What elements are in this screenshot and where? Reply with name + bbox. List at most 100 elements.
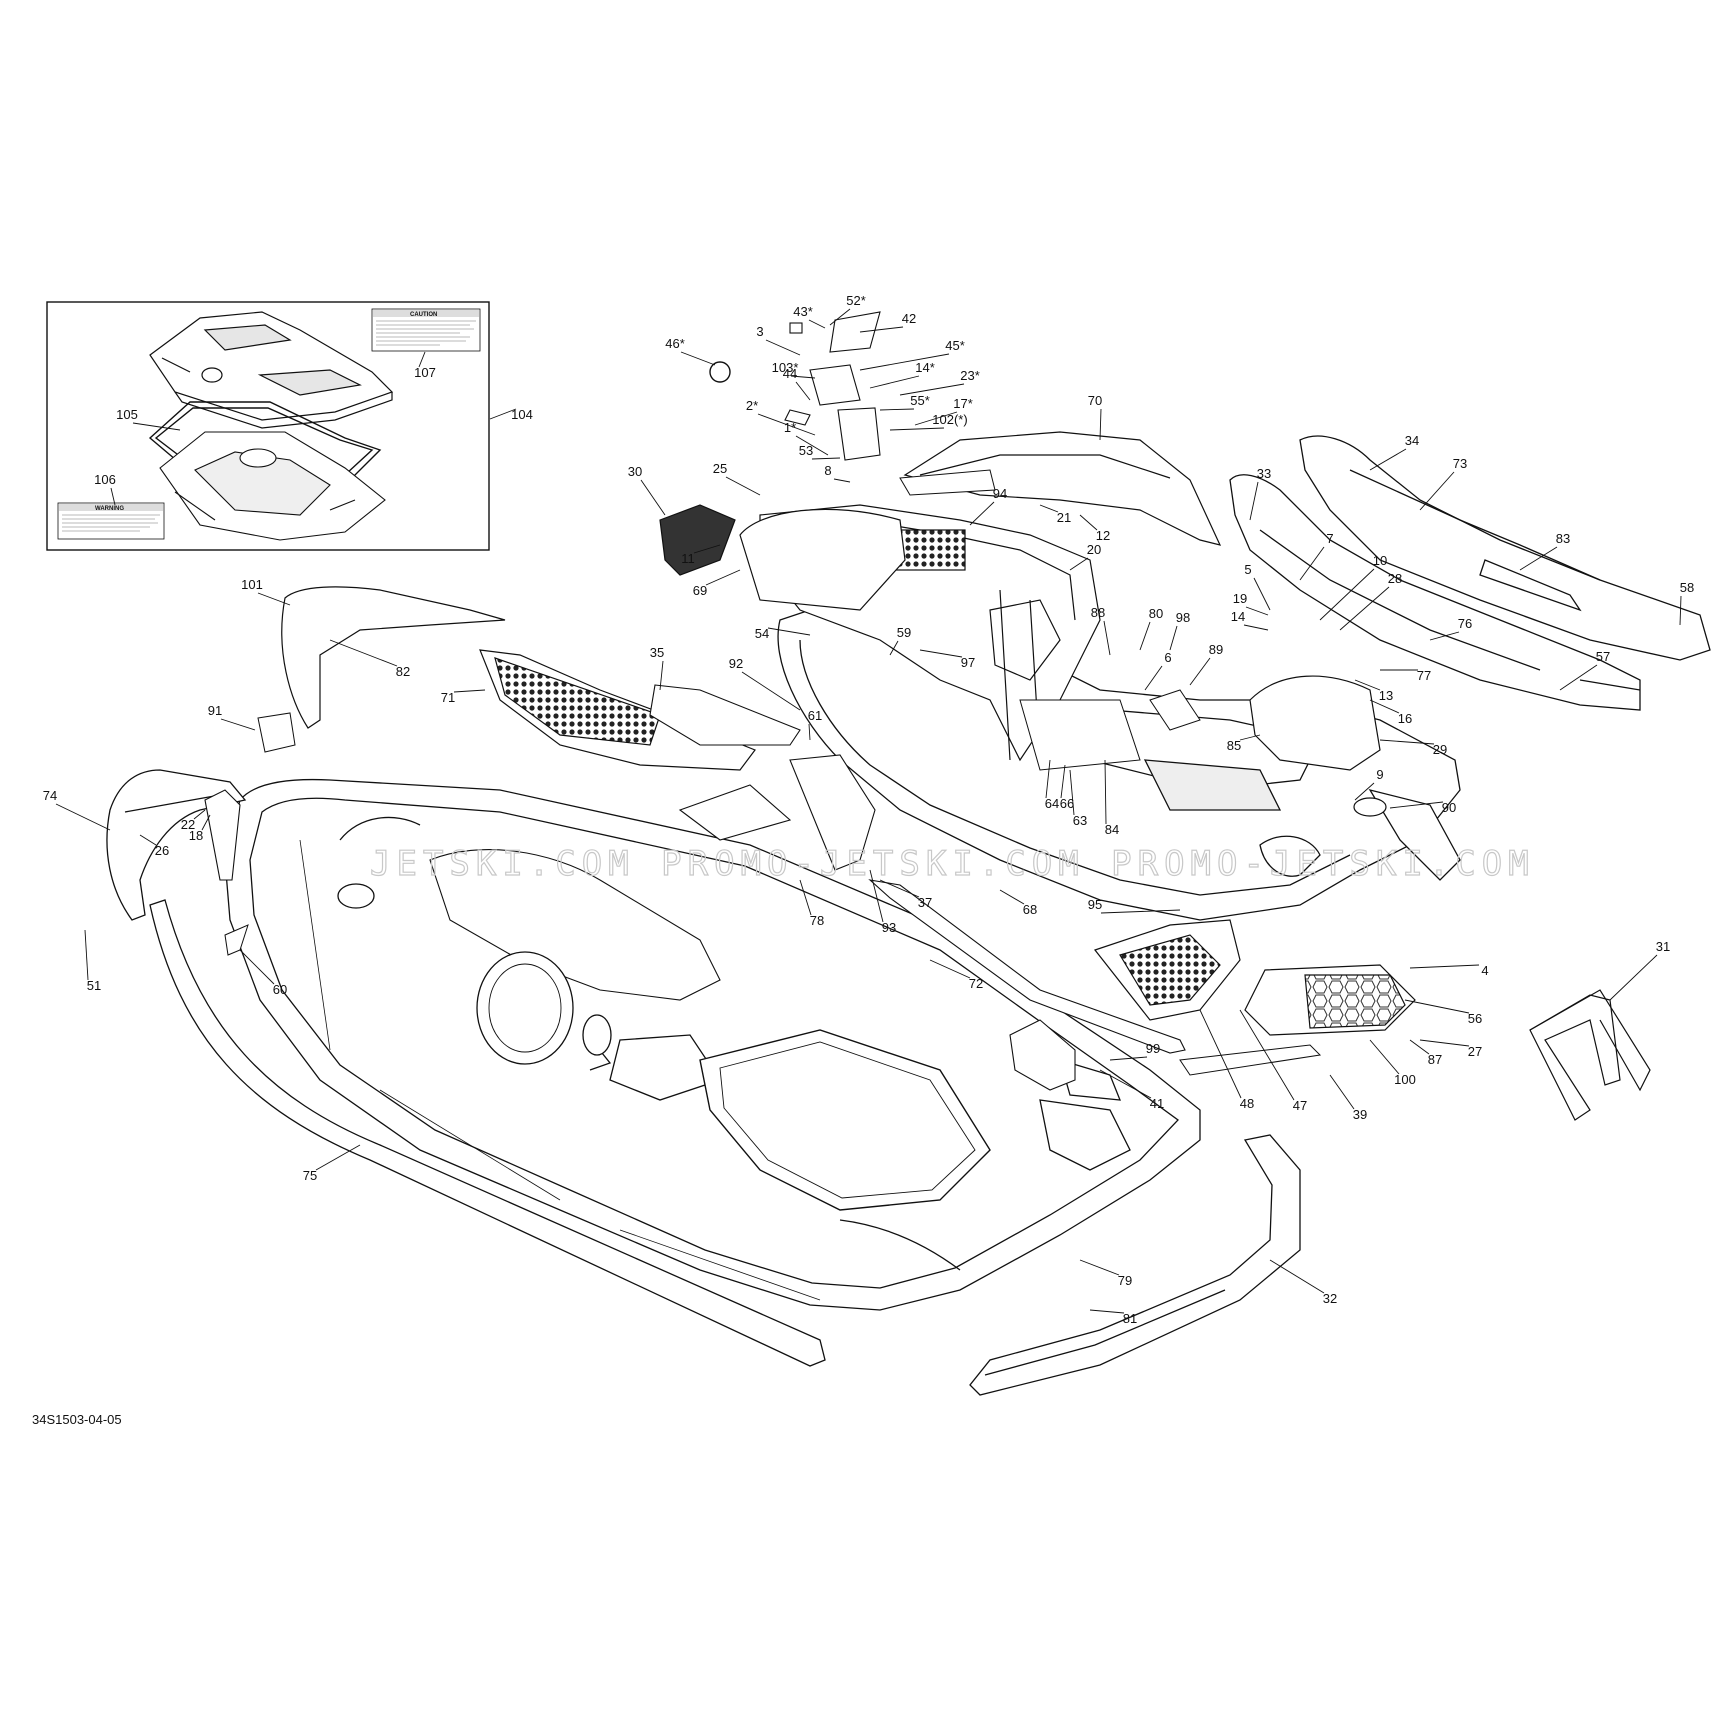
callout-100: 100: [1394, 1072, 1416, 1087]
leader-line: [1269, 1259, 1325, 1294]
callout-77: 77: [1417, 668, 1431, 683]
leader-line: [680, 351, 716, 366]
leader-line: [659, 660, 664, 691]
warning-title: WARNING: [95, 506, 124, 512]
leader-line: [1369, 699, 1400, 714]
leader-line: [1329, 1074, 1355, 1110]
side-cover-part: [649, 684, 801, 746]
callout-98: 98: [1176, 610, 1190, 625]
leader-line: [899, 383, 965, 396]
leader-line: [1243, 624, 1269, 631]
callout-97: 97: [961, 655, 975, 670]
leader-line: [55, 803, 111, 831]
leader-line: [833, 478, 851, 483]
leader-line: [329, 639, 398, 667]
leader-line: [1379, 739, 1435, 745]
callout-6: 6: [1164, 650, 1171, 665]
lock-assembly-part: [784, 311, 881, 461]
callout-95: 95: [1088, 897, 1102, 912]
callout-93: 93: [882, 920, 896, 935]
callout-57: 57: [1596, 649, 1610, 664]
leader-line: [919, 649, 963, 658]
callout-83: 83: [1556, 531, 1570, 546]
callout-64: 64: [1045, 796, 1059, 811]
callout-72: 72: [969, 976, 983, 991]
callout-90: 90: [1442, 800, 1456, 815]
leader-line: [1189, 657, 1211, 686]
leader-line: [1249, 481, 1259, 521]
leader-line: [1389, 801, 1444, 809]
callout-39: 39: [1353, 1107, 1367, 1122]
leader-line: [757, 413, 816, 436]
ring-part: [1353, 797, 1387, 817]
mirror-part: [659, 504, 736, 576]
callout-29: 29: [1433, 742, 1447, 757]
callout-13: 13: [1379, 688, 1393, 703]
callout-104: 104: [511, 407, 533, 422]
callout-92: 92: [729, 656, 743, 671]
leader-line: [889, 640, 899, 656]
leader-line: [1099, 1069, 1152, 1099]
callout-32: 32: [1323, 1291, 1337, 1306]
caution-decal: CAUTION: [371, 308, 481, 352]
callout-41: 41: [1150, 1096, 1164, 1111]
leader-line: [201, 814, 211, 831]
leader-line: [799, 879, 812, 916]
leader-line: [1354, 782, 1375, 801]
callout-55: 55*: [910, 393, 930, 408]
leader-line: [1429, 631, 1460, 641]
callout-19: 19: [1233, 591, 1247, 606]
callout-107: 107: [414, 365, 436, 380]
pad-part: [257, 712, 296, 753]
side-bracket-part: [1009, 1019, 1076, 1091]
callout-22: 22: [181, 817, 195, 832]
leader-line: [1409, 1039, 1430, 1055]
vent-part: [678, 784, 792, 841]
side-panel-part: [479, 649, 756, 771]
callout-7: 7: [1326, 531, 1333, 546]
rub-rail-part: [149, 899, 826, 1367]
callout-52: 52*: [846, 293, 866, 308]
leader-line: [132, 422, 181, 431]
leader-line: [790, 375, 816, 379]
callout-20: 20: [1087, 542, 1101, 557]
callout-69: 69: [693, 583, 707, 598]
top-cover-part: [903, 431, 1222, 546]
leader-line: [418, 351, 426, 368]
callout-74: 74: [43, 788, 57, 803]
callout-33: 33: [1257, 466, 1271, 481]
leader-line: [1139, 621, 1151, 651]
callout-4: 4: [1481, 963, 1488, 978]
callout-10: 10: [1373, 553, 1387, 568]
rear-side-panel-part: [1094, 919, 1241, 1021]
callout-105: 105: [116, 407, 138, 422]
leader-line: [811, 457, 841, 460]
callout-3: 3: [756, 324, 763, 339]
leader-line: [1045, 759, 1051, 799]
leader-line: [1559, 664, 1598, 691]
callout-94: 94: [993, 486, 1007, 501]
leader-line: [84, 929, 89, 981]
leader-line: [795, 381, 811, 401]
callout-87: 87: [1428, 1052, 1442, 1067]
callout-5: 5: [1244, 562, 1251, 577]
leader-line: [767, 627, 811, 636]
callout-54: 54: [755, 626, 769, 641]
callout-82: 82: [396, 664, 410, 679]
leader-line: [315, 1144, 361, 1171]
leader-line: [1239, 734, 1261, 741]
rear-grill-part: [1244, 964, 1416, 1036]
callout-99: 99: [1146, 1041, 1160, 1056]
leader-line: [640, 479, 666, 516]
inset-engine-cover-kit: CAUTION WARNING: [46, 301, 490, 551]
callout-23: 23*: [960, 368, 980, 383]
callout-53: 53: [799, 443, 813, 458]
leader-line: [808, 723, 811, 741]
callout-17: 17*: [953, 396, 973, 411]
callout-91: 91: [208, 703, 222, 718]
leader-line: [914, 411, 958, 426]
leader-line: [1404, 999, 1470, 1014]
callout-59: 59: [897, 625, 911, 640]
callout-30: 30: [628, 464, 642, 479]
